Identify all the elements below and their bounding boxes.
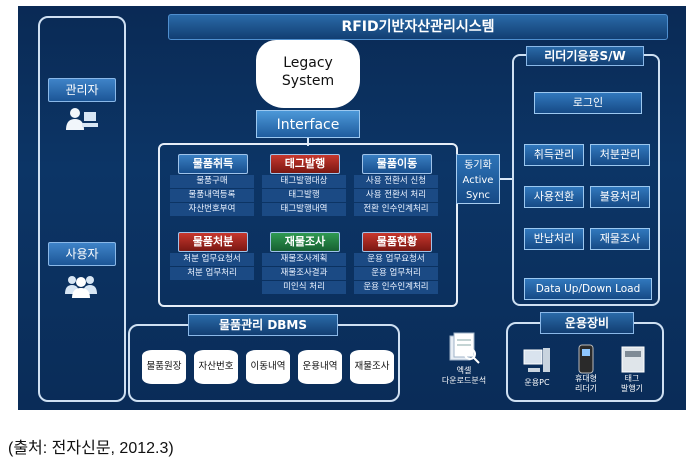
device-label: 휴대형 리더기 [564,374,608,394]
group-item: 운용 업무요청서 [354,253,438,266]
group-item: 태그발행대상 [262,175,346,188]
device-label-line2: 발행기 [620,384,644,393]
db-cylinder: 물품원장 [142,350,186,384]
device-label-line2: 리더기 [574,384,598,393]
tag-printer-icon [621,346,645,373]
connector-line [500,178,512,180]
excel-download-icon [449,332,480,364]
group-item: 미인식 처리 [262,281,346,294]
db-cylinder: 운용내역 [298,350,342,384]
group-item: 재물조사계획 [262,253,346,266]
group-title: 물품현황 [362,232,432,252]
db-cylinder: 자산번호 [194,350,238,384]
roles-panel [38,16,126,402]
group-item: 사용 전환서 신청 [354,175,438,188]
unusable-button[interactable]: 불용처리 [590,186,650,208]
admin-computer-icon [66,108,98,130]
group-inventory: 재물조사 재물조사계획 재물조사결과 미인식 처리 [262,232,350,294]
acquire-mgmt-button[interactable]: 취득관리 [524,144,584,166]
group-item: 물품내역등록 [170,189,254,202]
data-updown-button[interactable]: Data Up/Down Load [524,278,652,300]
group-item: 태그발행내역 [262,203,346,216]
group-item: 태그발행 [262,189,346,202]
disposal-mgmt-button[interactable]: 처분관리 [590,144,650,166]
source-caption: (출처: 전자신문, 2012.3) [8,440,174,457]
connector-line [307,138,309,146]
reader-title: 리더기응용S/W [526,46,644,66]
excel-line2: 다운로드분석 [441,376,487,385]
group-item: 재물조사결과 [262,267,346,280]
group-acquire: 물품취득 물품구매 물품내역등록 자산번호부여 [170,154,258,216]
group-item: 운용 업무처리 [354,267,438,280]
group-title: 물품처분 [178,232,248,252]
group-status: 물품현황 운용 업무요청서 운용 업무처리 운용 인수인계처리 [354,232,442,294]
group-item: 사용 전환서 처리 [354,189,438,202]
interface-box: Interface [256,110,360,138]
sync-line1: 동기화 [464,160,492,171]
users-group-icon [65,276,97,298]
group-title: 물품취득 [178,154,248,174]
user-label: 사용자 [48,242,116,266]
group-move: 물품이동 사용 전환서 신청 사용 전환서 처리 전환 인수인계처리 [354,154,442,216]
group-title: 태그발행 [270,154,340,174]
db-cylinder: 재물조사 [350,350,394,384]
legacy-line1: Legacy [283,55,333,71]
excel-label: 엑셀 다운로드분석 [426,366,502,386]
group-tag-issue: 태그발행 태그발행대상 태그발행 태그발행내역 [262,154,350,216]
use-switch-button[interactable]: 사용전환 [524,186,584,208]
device-label: 운용PC [516,378,558,388]
group-item: 처분 업무요청서 [170,253,254,266]
login-button[interactable]: 로그인 [534,92,642,114]
group-item: 처분 업무처리 [170,267,254,280]
device-label: 태그 발행기 [610,374,654,394]
functions-box [158,143,458,307]
legacy-line2: System [281,73,335,89]
group-item: 전환 인수인계처리 [354,203,438,216]
sync-box: 동기화 Active Sync [456,154,500,204]
sync-line3: Sync [465,190,491,201]
group-disposal: 물품처분 처분 업무요청서 처분 업무처리 [170,232,258,280]
sync-line2: Active [462,175,494,186]
group-title: 물품이동 [362,154,432,174]
legacy-system-box: Legacy System [256,40,360,108]
admin-label: 관리자 [48,78,116,102]
device-label-line1: 휴대형 [574,374,598,383]
equipment-title: 운용장비 [540,312,634,334]
group-item: 물품구매 [170,175,254,188]
group-title: 재물조사 [270,232,340,252]
db-cylinder: 이동내역 [246,350,290,384]
excel-line1: 엑셀 [456,366,472,375]
diagram-canvas: RFID기반자산관리시스템 관리자 사용자 Legacy System Inte… [18,6,686,410]
diagram-title: RFID기반자산관리시스템 [168,14,668,40]
group-item: 운용 인수인계처리 [354,281,438,294]
handheld-reader-icon [578,344,594,374]
dbms-title: 물품관리 DBMS [188,314,338,336]
device-label-line1: 태그 [624,374,640,383]
pc-icon [523,348,550,372]
return-button[interactable]: 반납처리 [524,228,584,250]
group-item: 자산번호부여 [170,203,254,216]
inventory-button[interactable]: 재물조사 [590,228,650,250]
device-label-line1: 운용PC [524,378,550,387]
